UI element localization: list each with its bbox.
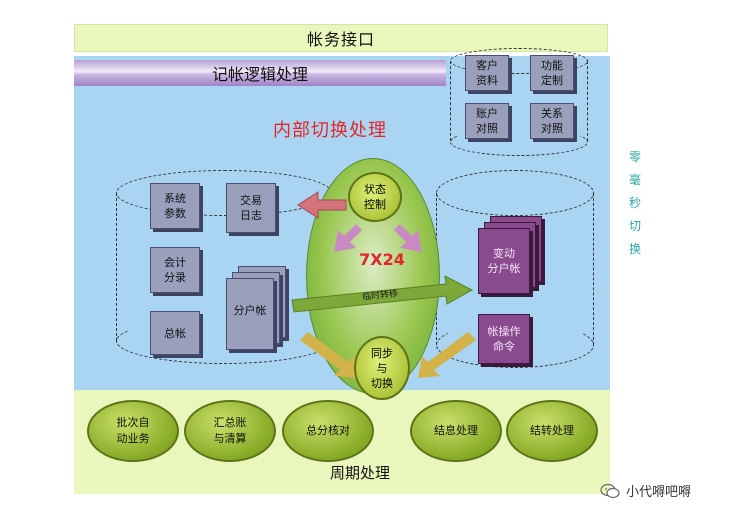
availability-label: 7X24 (359, 250, 405, 269)
transaction-log-box: 交易日志 (226, 183, 276, 233)
sync-switch-node: 同步与切换 (354, 336, 410, 400)
box-line: 分户帐 (487, 262, 521, 275)
arrow-subaccount-to-sync (300, 332, 356, 378)
node-line: 结转处理 (530, 424, 574, 437)
box-line: 会计 (164, 256, 186, 269)
sub-account-box: 分户帐 (226, 278, 274, 350)
state-control-node: 状态控制 (348, 172, 402, 222)
node-line: 切换 (371, 376, 393, 390)
vertical-char: 换 (628, 242, 641, 256)
box-line: 定制 (541, 74, 563, 87)
system-params-box: 系统参数 (150, 183, 200, 229)
node-line: 动业务 (116, 432, 150, 445)
arrow-state-right-down (394, 224, 422, 252)
general-ledger-box: 总帐 (150, 311, 200, 355)
vertical-char: 切 (628, 219, 641, 233)
customer-info-box: 客户资料 (465, 55, 509, 91)
relation-map-box: 关系对照 (530, 103, 574, 139)
box-line: 变动 (493, 247, 515, 260)
account-operation-command-box: 帐操作命令 (478, 314, 530, 364)
node-line: 同步 (371, 346, 393, 360)
summary-clearing-node: 汇总账与清算 (184, 400, 276, 462)
top-right-cylinder-body (450, 61, 588, 141)
top-right-cylinder-bottom (450, 128, 588, 156)
box-line: 日志 (240, 209, 262, 222)
right-cylinder-bottom (436, 322, 594, 368)
vertical-char: 零 (628, 150, 641, 164)
box-line: 命令 (493, 340, 515, 353)
box-line: 账户 (476, 107, 498, 120)
carry-forward-node: 结转处理 (506, 400, 598, 462)
vertical-char: 秒 (628, 196, 641, 210)
zero-ms-switch-label: 零 毫 秒 切 换 (624, 146, 646, 261)
box-line: 帐操作 (487, 325, 521, 338)
temp-transfer-arrow (291, 275, 474, 313)
watermark-text: 小代嘚吧嘚 (626, 485, 692, 500)
box-line: 客户 (476, 59, 498, 72)
box-line: 关系 (541, 107, 563, 120)
box-line: 资料 (476, 74, 498, 87)
node-line: 批次自 (116, 416, 150, 429)
logic-bar-label: 记帐逻辑处理 (211, 65, 308, 84)
node-line: 状态 (364, 183, 386, 196)
watermark: 小代嘚吧嘚 (600, 481, 740, 500)
arrow-state-left-down (334, 224, 362, 252)
box-line: 对照 (541, 122, 563, 135)
box-line: 分录 (164, 271, 186, 284)
node-line: 控制 (364, 198, 386, 211)
interest-settlement-node: 结息处理 (410, 400, 502, 462)
accounting-entry-box: 会计分录 (150, 247, 200, 293)
wechat-icon (600, 483, 620, 498)
logic-bar: 记帐逻辑处理 (74, 60, 446, 86)
vertical-char: 毫 (628, 173, 641, 187)
account-map-box: 账户对照 (465, 103, 509, 139)
batch-auto-business-node: 批次自动业务 (87, 400, 179, 462)
box-line: 系统 (164, 192, 186, 205)
node-line: 与 (376, 361, 388, 375)
box-line: 参数 (164, 207, 186, 220)
node-line: 结息处理 (434, 424, 478, 437)
box-line: 分户帐 (233, 304, 267, 317)
function-custom-box: 功能定制 (530, 55, 574, 91)
node-line: 总分核对 (306, 424, 350, 437)
changed-sub-account-box: 变动分户帐 (478, 228, 530, 294)
arrow-to-txn-log (297, 191, 347, 219)
box-line: 总帐 (164, 326, 186, 340)
box-line: 对照 (476, 122, 498, 135)
cycle-processing-label: 周期处理 (329, 464, 390, 482)
internal-switch-title: 内部切换处理 (273, 120, 387, 141)
total-detail-check-node: 总分核对 (282, 400, 374, 462)
arrow-cmd-to-sync (418, 332, 476, 378)
node-line: 汇总账 (213, 416, 247, 429)
header-title: 帐务接口 (306, 30, 375, 49)
box-line: 功能 (541, 59, 563, 72)
box-line: 交易 (240, 194, 262, 207)
node-line: 与清算 (213, 432, 247, 445)
